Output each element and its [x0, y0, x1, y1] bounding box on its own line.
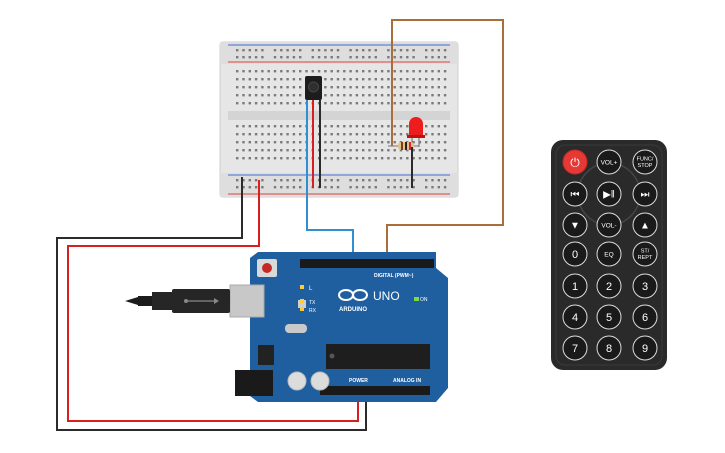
remote-button-label: ⏭ — [641, 190, 650, 201]
on-led — [414, 297, 419, 301]
usb-cable[interactable] — [125, 284, 265, 318]
remote-button-label: VOL+ — [601, 159, 618, 166]
led-tx-indicator — [300, 299, 304, 303]
led-tx-label: TX — [309, 300, 316, 306]
remote-button-label: 3 — [642, 281, 648, 293]
remote-button-8[interactable]: 8 — [596, 335, 622, 361]
remote-button-label: 1 — [572, 281, 578, 293]
remote-button-label: 2 — [606, 281, 612, 293]
remote-button-label: ▼ — [570, 221, 580, 232]
remote-button-eq[interactable]: EQ — [596, 241, 622, 267]
remote-button-label: 9 — [642, 343, 648, 355]
wires — [56, 19, 504, 431]
remote-button-6[interactable]: 6 — [632, 304, 658, 330]
analog-in-label: ANALOG IN — [393, 378, 421, 384]
power-label: POWER — [349, 378, 368, 384]
remote-button-label: 4 — [572, 312, 578, 324]
remote-button-1[interactable]: 1 — [562, 273, 588, 299]
wire-brown[interactable] — [386, 19, 504, 258]
remote-button-label: 8 — [606, 343, 612, 355]
remote-button-vol-up[interactable]: VOL+ — [596, 149, 622, 175]
led-l-indicator — [300, 285, 304, 289]
analog-power-header[interactable] — [320, 386, 430, 395]
remote-button-label: VOL- — [601, 222, 616, 229]
remote-button-label: ⏻ — [570, 155, 580, 169]
remote-button-up[interactable]: ▲ — [632, 212, 658, 238]
wire-red-5v[interactable] — [67, 180, 359, 422]
remote-button-7[interactable]: 7 — [562, 335, 588, 361]
remote-button-3[interactable]: 3 — [632, 273, 658, 299]
remote-buttons: ⏻ VOL+ FUNC/STOP ⏮ ▶‖ ⏭ ▼ VOL- ▲ 0 EQ ST/REPT 1 2 3 4 5 6… — [562, 149, 658, 361]
remote-button-label: EQ — [604, 251, 613, 258]
digital-header[interactable] — [300, 259, 434, 268]
atmega-chip — [326, 344, 430, 369]
led-rx-indicator — [300, 307, 304, 311]
arduino-brand-text: ARDUINO — [339, 307, 367, 313]
dc-jack[interactable] — [235, 370, 273, 396]
remote-button-2[interactable]: 2 — [596, 273, 622, 299]
remote-button-0[interactable]: 0 — [562, 241, 588, 267]
remote-button-label: 7 — [572, 343, 578, 355]
remote-button-label: 6 — [642, 312, 648, 324]
remote-button-9[interactable]: 9 — [632, 335, 658, 361]
wire-blue[interactable] — [306, 100, 354, 258]
resistor[interactable] — [388, 142, 419, 150]
remote-button-4[interactable]: 4 — [562, 304, 588, 330]
remote-button-down[interactable]: ▼ — [562, 212, 588, 238]
remote-button-power[interactable]: ⏻ — [562, 149, 588, 175]
arduino-uno[interactable]: L TX RX ARDUINO UNO ON DIGITAL (PWM~) PO… — [235, 252, 448, 402]
remote-button-vol-down[interactable]: VOL- — [596, 212, 622, 238]
usb-icon — [184, 298, 219, 304]
remote-button-st-rept[interactable]: ST/REPT — [632, 241, 658, 267]
remote-button-label: ▶‖ — [603, 190, 615, 201]
ir-receiver[interactable] — [305, 76, 322, 100]
led-rx-label: RX — [309, 308, 317, 314]
remote-button-label: ▲ — [640, 221, 650, 232]
led-l-label: L — [309, 286, 313, 292]
on-label: ON — [420, 297, 428, 303]
remote-button-label: FUNC/ — [637, 157, 654, 163]
wire-black-gnd[interactable] — [56, 177, 367, 431]
remote-button-label: STOP — [638, 163, 653, 169]
remote-button-label: REPT — [638, 255, 653, 261]
remote-button-func-stop[interactable]: FUNC/STOP — [632, 149, 658, 175]
breadboard[interactable] — [219, 41, 459, 198]
arduino-model-text: UNO — [373, 289, 400, 303]
remote-button-label: 0 — [572, 249, 578, 261]
ir-remote: ⏻ VOL+ FUNC/STOP ⏮ ▶‖ ⏭ ▼ VOL- ▲ 0 EQ ST/REPT 1 2 3 4 5 6… — [551, 140, 667, 370]
arduino-infinity-logo — [338, 289, 368, 301]
remote-button-label: ⏮ — [571, 190, 580, 201]
remote-button-play-pause[interactable]: ▶‖ — [596, 181, 622, 207]
remote-button-label: ST/ — [641, 249, 650, 255]
remote-button-label: 5 — [606, 312, 612, 324]
remote-button-next[interactable]: ⏭ — [632, 181, 658, 207]
digital-label: DIGITAL (PWM~) — [374, 273, 414, 279]
remote-button-5[interactable]: 5 — [596, 304, 622, 330]
remote-button-previous[interactable]: ⏮ — [562, 181, 588, 207]
